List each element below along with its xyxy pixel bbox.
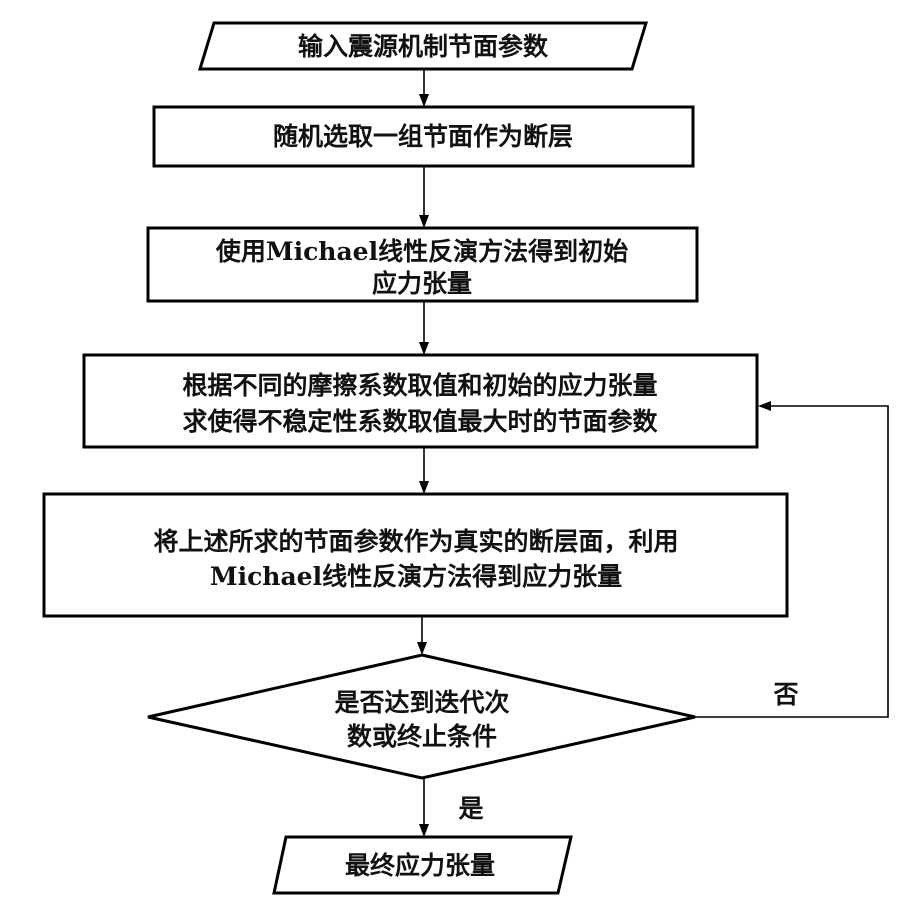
node-max-instability-text-line2: 求使得不稳定性系数取值最大时的节面参数: [182, 407, 658, 436]
edge-invert-to-check: [417, 616, 427, 655]
arrowhead-icon: [419, 824, 429, 837]
node-max-instability-text-line1: 根据不同的摩擦系数取值和初始的应力张量: [182, 371, 657, 400]
node-final-stress-text: 最终应力张量: [345, 851, 495, 880]
edge-max-to-invert: [419, 447, 429, 494]
node-random-select-text: 随机选取一组节面作为断层: [273, 122, 573, 151]
edge-check-no-loop: [695, 401, 889, 718]
edge-label-no: 否: [772, 680, 798, 709]
node-initial-stress-text-line1: 使用Michael线性反演方法得到初始: [215, 237, 628, 266]
node-check-condition-text-line2: 数或终止条件: [347, 722, 497, 751]
edge-initial-to-max: [419, 301, 429, 355]
node-random-select: [152, 105, 695, 168]
node-invert-stress-text-line1: 将上述所求的节面参数作为真实的断层面，利用: [153, 527, 678, 556]
node-max-instability: [82, 353, 759, 449]
edge-label-yes: 是: [458, 794, 483, 823]
node-check-condition: [147, 653, 696, 780]
node-check-condition-text-line1: 是否达到迭代次: [334, 688, 509, 717]
node-input-params-text: 输入震源机制节面参数: [298, 32, 549, 61]
edge-input-to-random: [419, 69, 429, 107]
node-invert-stress: [42, 492, 789, 618]
arrowhead-icon: [758, 401, 771, 411]
arrowhead-icon: [419, 215, 429, 228]
node-invert-stress-text-line2: Michael线性反演方法得到应力张量: [210, 562, 622, 591]
edge-random-to-initial: [419, 166, 429, 228]
node-initial-stress-text-line2: 应力张量: [372, 269, 472, 298]
arrowhead-icon: [419, 342, 429, 355]
arrowhead-icon: [419, 94, 429, 107]
node-final-stress: [272, 835, 573, 895]
edge-check-yes: [419, 778, 429, 837]
node-initial-stress: [146, 226, 699, 303]
node-input-params: [197, 21, 649, 71]
arrowhead-icon: [417, 642, 427, 655]
arrowhead-icon: [419, 481, 429, 494]
